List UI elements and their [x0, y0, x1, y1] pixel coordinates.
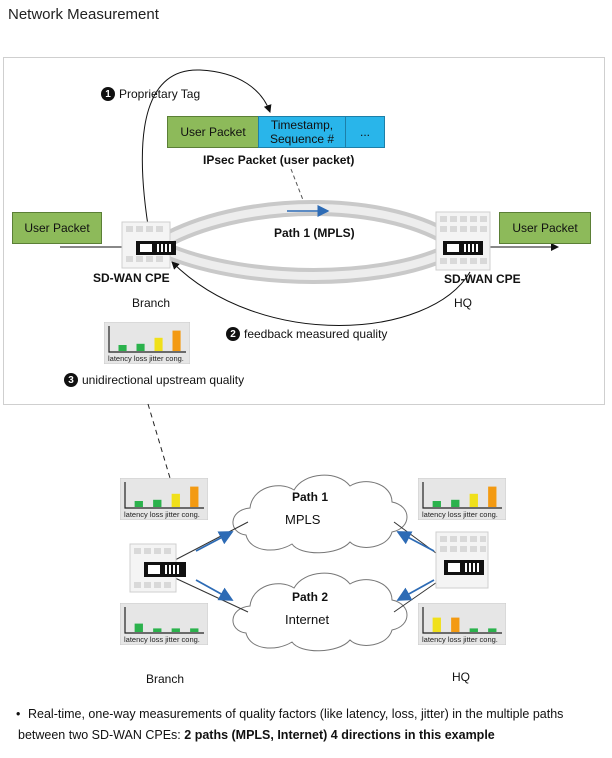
- metric-bar-jitter: [469, 493, 478, 507]
- metric-chart-hq-mpls: latency loss jitter cong.: [417, 477, 507, 521]
- metric-bar-jitter: [154, 337, 163, 351]
- metric-bar-cong: [190, 628, 199, 632]
- footer-bold-text: 2 paths (MPLS, Internet) 4 directions in…: [184, 728, 495, 742]
- metric-bar-latency: [432, 617, 441, 632]
- ipsec-more: ...: [345, 116, 385, 148]
- hq-label: HQ: [454, 296, 472, 310]
- metric-axis-labels: latency loss jitter cong.: [422, 635, 498, 644]
- hq-to-internet-arrow: [396, 579, 435, 601]
- metric-bar-loss: [451, 617, 460, 632]
- branch-cpe-device: [121, 221, 176, 269]
- cloud-1-title: Path 1: [292, 490, 329, 504]
- metric-axis-labels: latency loss jitter cong.: [422, 510, 498, 519]
- metric-bar-loss: [153, 628, 162, 632]
- tag-curve: [141, 69, 272, 239]
- metric-axis-labels: latency loss jitter cong.: [124, 635, 200, 644]
- ipsec-caption: IPsec Packet (user packet): [203, 153, 355, 167]
- metric-bar-jitter: [171, 493, 180, 507]
- metric-bar-jitter: [171, 628, 180, 632]
- metric-bar-latency: [432, 501, 441, 507]
- cloud-2-sub: Internet: [285, 612, 330, 627]
- metric-bar-jitter: [469, 628, 478, 632]
- user-packet-ingress: User Packet: [12, 212, 102, 244]
- bottom-hq-label: HQ: [452, 670, 470, 684]
- footer-note: • Real-time, one-way measurements of qua…: [16, 704, 608, 746]
- bottom-hq-device: [435, 531, 489, 589]
- metric-bars: latency loss jitter cong.: [417, 477, 507, 521]
- cloud-path-2: [232, 572, 408, 652]
- path-1-label: Path 1 (MPLS): [274, 226, 355, 240]
- metric-bar-loss: [136, 343, 145, 351]
- user-packet-egress: User Packet: [499, 212, 591, 244]
- metric-chart-hq-internet: latency loss jitter cong.: [417, 602, 507, 646]
- cloud-path-1: [232, 474, 408, 554]
- bottom-branch-device: [129, 543, 186, 593]
- zoom-leader: [147, 403, 171, 479]
- metric-bar-cong: [172, 330, 181, 351]
- footer-bullet: •: [16, 707, 21, 721]
- metric-bar-cong: [190, 486, 199, 507]
- ipsec-header: Timestamp, Sequence #: [258, 116, 346, 148]
- step-1-badge: 1: [101, 87, 115, 101]
- step-2-badge: 2: [226, 327, 240, 341]
- metric-bar-cong: [488, 628, 497, 632]
- caption-leader: [290, 168, 304, 201]
- metric-bar-loss: [451, 499, 460, 507]
- metric-chart-branch-internet: latency loss jitter cong.: [119, 602, 209, 646]
- bottom-branch-label: Branch: [146, 672, 185, 686]
- metric-chart-branch-mpls: latency loss jitter cong.: [119, 477, 209, 521]
- footer-text: Real-time, one-way measurements of quali…: [18, 707, 564, 742]
- cpe-hq-label: SD-WAN CPE: [444, 272, 521, 286]
- ipsec-user-packet: User Packet: [167, 116, 259, 148]
- metric-bar-cong: [488, 486, 497, 507]
- branch-label: Branch: [132, 296, 171, 310]
- step-2-label: feedback measured quality: [244, 327, 388, 341]
- step-1-label: Proprietary Tag: [119, 87, 201, 101]
- metric-bars: latency loss jitter cong.: [103, 321, 191, 365]
- cloud-1-sub: MPLS: [285, 512, 321, 527]
- branch-to-internet-arrow: [195, 579, 234, 601]
- metric-bars: latency loss jitter cong.: [417, 602, 507, 646]
- hq-to-mpls-arrow: [396, 531, 435, 552]
- metric-bar-latency: [134, 501, 143, 507]
- metric-axis-labels: latency loss jitter cong.: [108, 354, 184, 363]
- step-3-label: unidirectional upstream quality: [82, 373, 245, 387]
- metric-chart-top: latency loss jitter cong.: [103, 321, 191, 365]
- cloud-2-title: Path 2: [292, 590, 329, 604]
- metric-bars: latency loss jitter cong.: [119, 477, 209, 521]
- metric-bar-latency: [134, 623, 143, 632]
- metric-bar-loss: [153, 499, 162, 507]
- metric-bar-latency: [118, 345, 127, 351]
- hq-cpe-device: [435, 211, 491, 271]
- step-3-badge: 3: [64, 373, 78, 387]
- page-title: Network Measurement: [8, 6, 159, 23]
- metric-axis-labels: latency loss jitter cong.: [124, 510, 200, 519]
- branch-to-mpls-arrow: [195, 531, 234, 552]
- feedback-curve: [171, 261, 471, 326]
- cpe-branch-label: SD-WAN CPE: [93, 271, 170, 285]
- metric-bars: latency loss jitter cong.: [119, 602, 209, 646]
